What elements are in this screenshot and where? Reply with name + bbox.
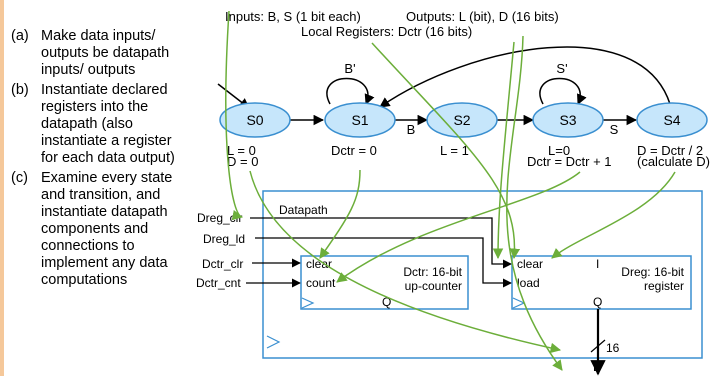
state-s1: S1 [324, 102, 396, 138]
state-s1-label: S1 [351, 112, 368, 128]
s1-self-loop [326, 77, 375, 105]
dreg-clr-wire [250, 217, 512, 269]
green-arrow-dreg-load [551, 171, 676, 259]
counter-name: Dctr: 16-bit [403, 265, 462, 279]
signal-dreg-clr: Dreg_clr [197, 211, 242, 225]
s1-action: Dctr = 0 [331, 143, 377, 158]
s3-action-l: L=0 [548, 143, 570, 158]
state-s4: S4 [636, 102, 708, 138]
step-letter: (a) [11, 28, 29, 44]
green-arrow-output-d [506, 35, 563, 371]
register-clear-port: clear [517, 257, 543, 271]
counter-clock-icon [301, 297, 315, 309]
correspondence-arrows [225, 10, 676, 371]
signal-dctr-clr: Dctr_clr [202, 257, 243, 271]
counter-kind: up-counter [405, 279, 462, 293]
counter-count-port: count [306, 276, 336, 290]
counter-clear-port: clear [306, 257, 332, 271]
left-accent-strip [0, 0, 4, 376]
datapath-box [262, 190, 703, 359]
green-arrow-inputs [225, 10, 244, 221]
register-q-output: Q [593, 295, 602, 309]
green-arrow-dctr-count [336, 171, 581, 283]
s0-action-l: L = 0 [227, 143, 256, 158]
step-letter: (c) [11, 170, 28, 186]
step-list: (a) Make data inputs/ outputs be datapat… [11, 28, 211, 292]
step-a: (a) Make data inputs/ outputs be datapat… [11, 28, 211, 79]
green-arrow-d-output [249, 170, 562, 354]
s1-self-condition: B' [344, 61, 355, 76]
register-name: Dreg: 16-bit [621, 265, 684, 279]
state-s2: S2 [426, 102, 498, 138]
signal-dctr-cnt: Dctr_cnt [196, 276, 241, 290]
s0-action-d: D = 0 [227, 154, 258, 169]
bus-width-slash [590, 339, 606, 353]
state-s3-label: S3 [559, 112, 576, 128]
bus-width-label: 16 [606, 341, 620, 355]
state-s0: S0 [219, 102, 291, 138]
s3-to-s4-condition: S [610, 122, 619, 137]
register-load-port: load [517, 276, 540, 290]
register-kind: register [644, 279, 684, 293]
step-text: Instantiate declared registers into the … [41, 82, 175, 166]
dreg-ld-wire [255, 237, 512, 288]
s1-to-s2-condition: B [407, 122, 416, 137]
green-arrow-output-l [492, 41, 515, 260]
state-s2-label: S2 [453, 112, 470, 128]
output-d-label: D [593, 360, 602, 374]
s3-self-condition: S' [556, 61, 567, 76]
step-b: (b) Instantiate declared registers into … [11, 82, 211, 167]
s4-action: D = Dctr / 2 [637, 143, 703, 158]
state-s3: S3 [532, 102, 604, 138]
counter-q-output: Q [382, 295, 391, 309]
step-text: Examine every state and transition, and … [41, 170, 173, 288]
step-c: (c) Examine every state and transition, … [11, 170, 211, 289]
signal-dreg-ld: Dreg_ld [203, 232, 245, 246]
green-arrow-dctr-register [371, 42, 521, 260]
step-letter: (b) [11, 82, 29, 98]
step-text: Make data inputs/ outputs be datapath in… [41, 28, 170, 78]
s3-self-loop [539, 77, 587, 105]
datapath-clock-icon [266, 335, 281, 349]
counter-block [300, 255, 469, 310]
outputs-label: Outputs: L (bit), D (16 bits) [406, 9, 559, 24]
state-s4-label: S4 [663, 112, 680, 128]
s3-action-dctr: Dctr = Dctr + 1 [527, 154, 612, 169]
s4-action-note: (calculate D) [637, 154, 710, 169]
state-s0-label: S0 [246, 112, 263, 128]
register-block [511, 255, 692, 310]
s2-action: L = 1 [440, 143, 469, 158]
inputs-label: Inputs: B, S (1 bit each) [225, 9, 361, 24]
s4-to-s1-arrow [379, 46, 671, 108]
green-arrow-dctr-clear [319, 169, 361, 259]
local-registers-label: Local Registers: Dctr (16 bits) [301, 24, 472, 39]
datapath-title: Datapath [279, 203, 328, 217]
register-input-label: I [596, 257, 599, 271]
